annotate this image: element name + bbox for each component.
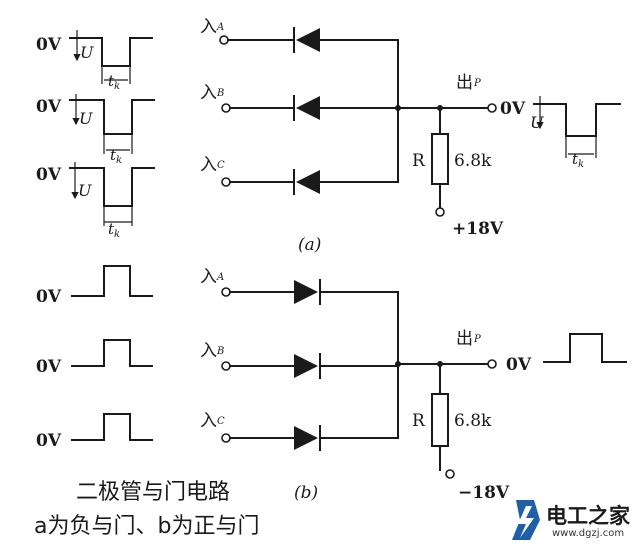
svg-text:B: B <box>216 346 224 357</box>
watermark-brand: 电工之家 <box>546 504 630 528</box>
svg-text:0V: 0V <box>36 287 62 307</box>
panel-b: 0V 0V 0V 入 A 入 B 入 C <box>36 265 627 503</box>
brand-logo-icon <box>512 500 540 540</box>
input-terminal-a-B: 入 B <box>200 83 231 113</box>
svg-text:0V: 0V <box>500 99 526 119</box>
panel-a-label: (a) <box>298 235 321 255</box>
svg-text:出: 出 <box>456 73 473 93</box>
svg-text:A: A <box>216 22 224 33</box>
input-terminal-a-C: 入 C <box>200 155 231 187</box>
diode-a-A <box>227 27 399 53</box>
svg-text:U: U <box>78 181 92 200</box>
panel-b-label: (b) <box>294 483 318 503</box>
svg-text:P: P <box>473 78 481 89</box>
input-waveform-b3: 0V <box>36 413 153 451</box>
input-terminal-b-C: 入 C <box>200 411 231 443</box>
svg-text:tk: tk <box>110 146 122 166</box>
svg-text:C: C <box>217 160 225 171</box>
input-waveform-b1: 0V <box>36 265 153 307</box>
diode-b-B <box>229 353 399 379</box>
svg-text:−18V: −18V <box>458 483 510 503</box>
svg-text:出: 出 <box>456 329 473 349</box>
svg-text:入: 入 <box>200 411 217 431</box>
input-terminal-b-B: 入 B <box>200 341 231 371</box>
svg-text:C: C <box>217 416 225 427</box>
svg-text:0V: 0V <box>36 357 62 377</box>
resistor-b: R 6.8k −18V <box>412 363 510 503</box>
svg-text:R: R <box>412 151 426 171</box>
svg-text:B: B <box>216 88 224 99</box>
svg-text:入: 入 <box>200 267 217 287</box>
diode-a-B <box>229 95 399 121</box>
svg-text:tk: tk <box>108 72 120 92</box>
output-terminal-b: 出 P <box>456 329 497 369</box>
svg-text:0V: 0V <box>36 97 62 117</box>
svg-text:0V: 0V <box>36 431 62 451</box>
output-terminal-a: 出 P <box>456 73 497 113</box>
svg-text:入: 入 <box>200 341 217 361</box>
svg-text:+18V: +18V <box>452 219 504 239</box>
input-terminal-a-A: 入 A <box>200 17 229 45</box>
svg-text:入: 入 <box>200 17 217 37</box>
input-waveform-a2: 0V U tk <box>36 94 155 166</box>
diode-b-A <box>229 279 399 305</box>
diode-b-C <box>229 425 399 451</box>
svg-text:R: R <box>412 411 426 431</box>
caption-line-1: 二极管与门电路 <box>76 480 231 505</box>
svg-text:U: U <box>79 109 93 128</box>
svg-text:6.8k: 6.8k <box>454 411 492 431</box>
panel-a: 0V U tk 0V U tk 0V U tk <box>36 17 621 255</box>
svg-text:U: U <box>530 113 544 132</box>
input-terminal-b-A: 入 A <box>200 267 231 297</box>
svg-text:入: 入 <box>200 155 217 175</box>
resistor-a: R 6.8k +18V <box>412 107 504 239</box>
svg-text:0V: 0V <box>506 355 532 375</box>
svg-text:A: A <box>216 272 224 283</box>
svg-text:6.8k: 6.8k <box>454 151 492 171</box>
svg-text:入: 入 <box>200 83 217 103</box>
output-waveform-b: 0V <box>506 333 627 375</box>
svg-text:0V: 0V <box>36 165 62 185</box>
input-waveform-a1: 0V U tk <box>36 30 153 92</box>
diode-a-C <box>229 169 399 195</box>
watermark-url: www.dgzj.com <box>552 528 625 539</box>
caption-line-2: a为负与门、b为正与门 <box>34 514 260 539</box>
input-waveform-b2: 0V <box>36 339 153 377</box>
output-waveform-a: 0V U tk <box>500 96 621 170</box>
svg-text:U: U <box>80 43 94 62</box>
input-waveform-a3: 0V U tk <box>36 162 155 240</box>
svg-text:0V: 0V <box>36 35 62 55</box>
svg-text:P: P <box>473 334 481 345</box>
svg-text:tk: tk <box>572 150 584 170</box>
svg-text:tk: tk <box>108 220 120 240</box>
